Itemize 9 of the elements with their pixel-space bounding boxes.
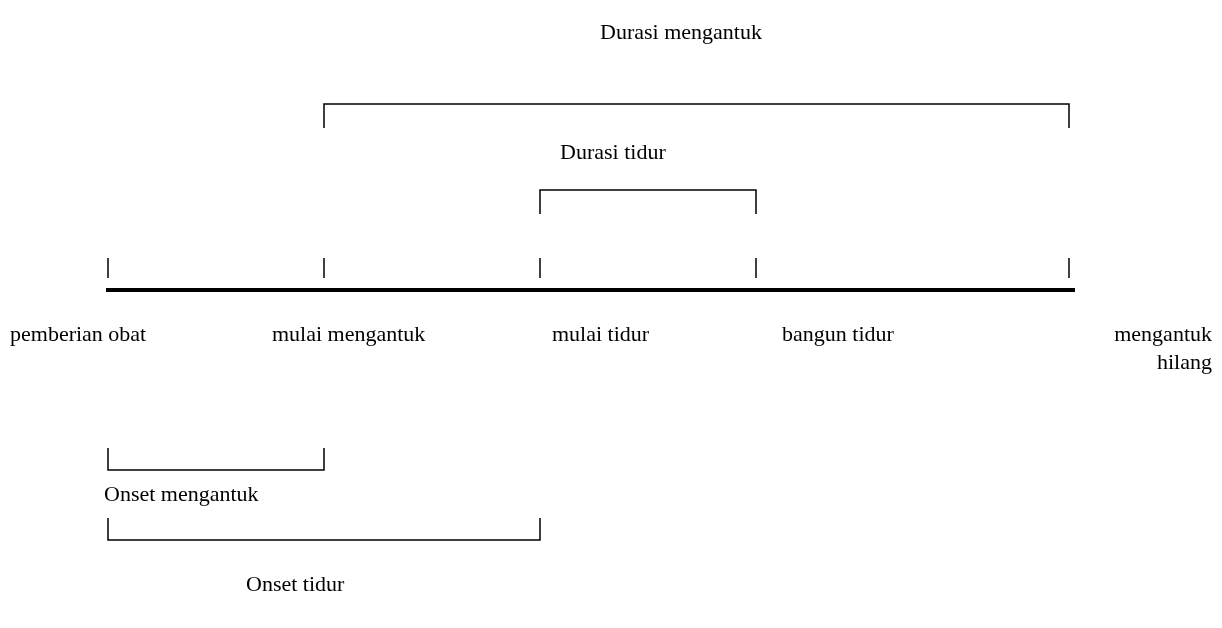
time-label: bangun tidur — [782, 320, 894, 348]
time-label: mengantuk hilang — [1113, 320, 1212, 376]
time-label: mulai tidur — [552, 320, 650, 348]
interval-label: Onset tidur — [246, 570, 345, 598]
interval-label: Durasi tidur — [560, 138, 666, 166]
time-label: mulai mengantuk — [272, 320, 426, 348]
interval-label: Durasi mengantuk — [600, 18, 762, 46]
time-label: pemberian obat — [10, 320, 147, 348]
interval-label: Onset mengantuk — [104, 480, 259, 508]
